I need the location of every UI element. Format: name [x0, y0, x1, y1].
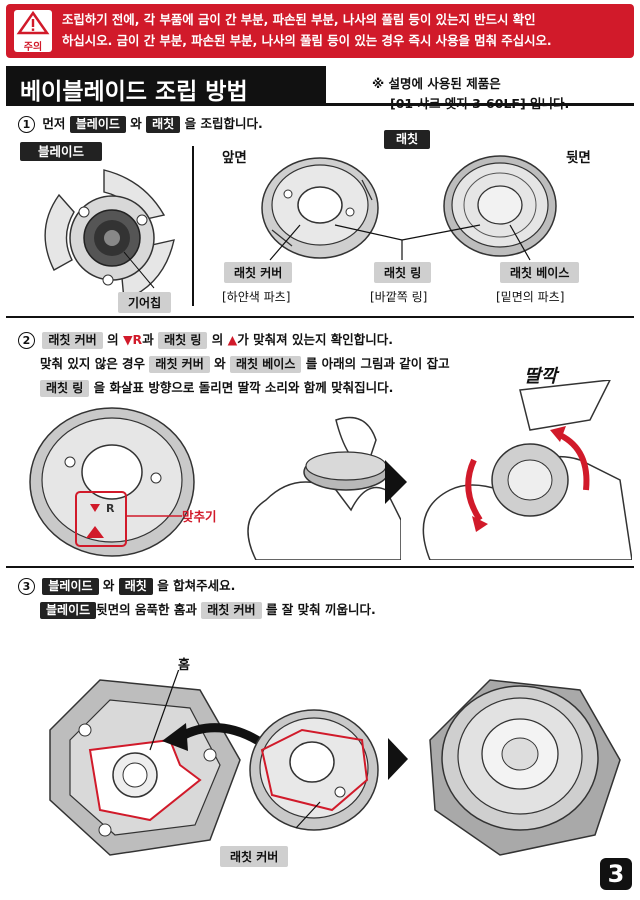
blade-label: 블레이드 — [20, 142, 103, 161]
step2-line-1: 2 래칫 커버 의 ▼R과 래칫 링 의 ▲가 맞춰져 있는지 확인합니다. — [18, 330, 393, 350]
step3-chip-blade2: 블레이드 — [40, 602, 97, 619]
step1-chip-blade: 블레이드 — [69, 116, 126, 133]
warning-line-1: 조립하기 전에, 각 부품에 금이 간 부분, 파손된 부분, 나사의 풀림 등… — [62, 12, 536, 27]
step2-chip-cover: 래칫 커버 — [42, 332, 103, 349]
cover-callout-line — [295, 801, 321, 829]
ratchet-top-illustration — [249, 709, 379, 831]
step3-line2-mid: 뒷면의 움푹한 홈과 — [96, 602, 197, 617]
ratchet-alignment-illustration: R — [29, 407, 195, 557]
warning-text: 조립하기 전에, 각 부품에 금이 간 부분, 파손된 부분, 나사의 풀림 등… — [62, 9, 628, 51]
step3-suffix: 을 합쳐주세요. — [157, 578, 236, 593]
click-sound-label: 딸깍 — [524, 366, 558, 387]
step2-chip-base: 래칫 베이스 — [230, 356, 302, 373]
section-divider-2 — [6, 566, 634, 568]
step2-and2: 와 — [214, 356, 226, 371]
step2-and1: 과 — [142, 332, 154, 347]
warning-line-2: 하십시오. 금이 간 부분, 파손된 부분, 나사의 풀림 등이 있는 경우 즉… — [62, 33, 552, 48]
step3-line-1: 3 블레이드 와 래칫 을 합쳐주세요. — [18, 576, 235, 596]
step3-chip-ratchet: 래칫 — [118, 578, 153, 595]
step2-chip-cover2: 래칫 커버 — [149, 356, 210, 373]
step1-callout-lines — [269, 224, 531, 261]
groove-label: 홈 — [178, 658, 190, 673]
step2-check: 가 맞춰져 있는지 확인합니다. — [237, 332, 394, 347]
step2-number: 2 — [18, 332, 35, 349]
warning-icon — [14, 10, 52, 52]
step3-chip-blade: 블레이드 — [42, 578, 99, 595]
step2-mark-tri: ▲ — [227, 332, 238, 347]
step2-mark-r: ▼R — [122, 332, 143, 347]
label-ratchet-base-sub: [밑면의 파츠] — [496, 290, 565, 304]
section-divider-1 — [6, 316, 634, 318]
step2-line2-pre: 맞춰 있지 않은 경우 — [40, 356, 146, 371]
step2-line-3: 래칫 링 을 화살표 방향으로 돌리면 딸깍 소리와 함께 맞춰집니다. — [40, 378, 393, 398]
step2-chip-ring: 래칫 링 — [158, 332, 208, 349]
blade-underside-illustration — [49, 670, 241, 856]
label-ratchet-ring-sub: [바깥쪽 링] — [370, 290, 428, 304]
page-number: 3 — [600, 858, 632, 890]
step1-instruction: 1 먼저 블레이드 와 래칫 을 조립합니다. — [18, 114, 263, 134]
arrow-right-icon-step3 — [388, 738, 408, 780]
arrow-right-icon — [385, 460, 407, 504]
step3-and: 와 — [102, 578, 115, 593]
step2-chip-ring2: 래칫 링 — [40, 380, 90, 397]
curved-arrow-icon — [162, 723, 268, 751]
label-ratchet-ring: 래칫 링 — [374, 262, 432, 283]
step2-line2-post: 를 아래의 그림과 같이 잡고 — [305, 356, 450, 371]
step3-line2-post: 를 잘 맞춰 끼웁니다. — [265, 602, 376, 617]
page-title: 베이블레이드 조립 방법 — [20, 79, 248, 105]
step3-chip-cover: 래칫 커버 — [201, 602, 262, 619]
label-ratchet-cover-step3: 래칫 커버 — [220, 846, 289, 867]
note-line-1: ※ 설명에 사용된 제품은 — [372, 76, 501, 91]
title-rule — [326, 103, 634, 106]
step2-line3-post: 을 화살표 방향으로 돌리면 딸깍 소리와 함께 맞춰집니다. — [93, 380, 394, 395]
hand-hold-illustration — [247, 416, 401, 560]
step3-number: 3 — [18, 578, 35, 595]
step1-suffix: 을 조립합니다. — [184, 116, 263, 131]
step2-of1: 의 — [107, 332, 119, 347]
note-line-2: [01 샤크 엣지 3-60LF] 입니다. — [390, 96, 570, 111]
step1-divider — [192, 146, 194, 306]
warning-banner — [6, 4, 634, 58]
front-label: 앞면 — [222, 150, 247, 166]
hand-rotate-illustration — [422, 380, 632, 560]
step1-prefix: 먼저 — [42, 116, 66, 131]
gear-chip-label: 기어칩 — [118, 292, 172, 313]
product-note: ※ 설명에 사용된 제품은 [01 샤크 엣지 3-60LF] 입니다. — [372, 74, 569, 114]
step1-chip-ratchet: 래칫 — [146, 116, 181, 133]
align-label: 맞추기 — [182, 509, 217, 524]
step2-line-2: 맞춰 있지 않은 경우 래칫 커버 와 래칫 베이스 를 아래의 그림과 같이 … — [40, 354, 450, 374]
label-ratchet-cover-sub: [하얀색 파츠] — [222, 290, 291, 304]
assembled-illustration — [429, 679, 621, 856]
warning-badge-label: 주의 — [23, 42, 43, 53]
title-box — [6, 66, 326, 106]
blade-illustration — [44, 169, 175, 301]
ratchet-front-illustration — [261, 157, 379, 259]
ratchet-header: 래칫 — [384, 130, 431, 149]
back-label: 뒷면 — [566, 150, 591, 166]
step1-and: 와 — [130, 116, 142, 131]
step2-of2: 의 — [211, 332, 224, 347]
label-ratchet-cover: 래칫 커버 — [224, 262, 293, 283]
svg-text:R: R — [106, 502, 115, 515]
label-ratchet-base: 래칫 베이스 — [500, 262, 580, 283]
step1-number: 1 — [18, 116, 35, 133]
